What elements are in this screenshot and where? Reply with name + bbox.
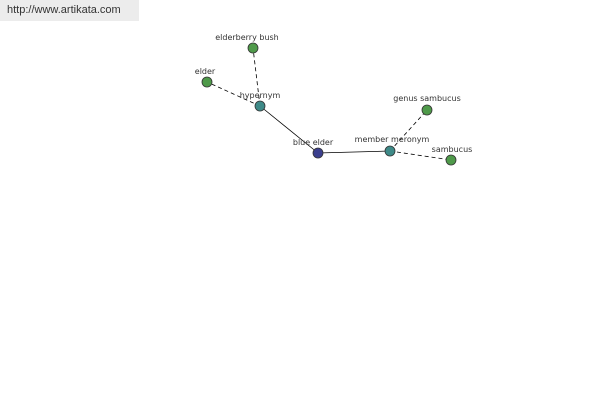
edge-member-meronym-sambucus [389,150,452,161]
label-sambucus: sambucus [432,145,473,154]
edge-center-member-meronym [317,150,391,154]
label-elder: elder [195,67,216,76]
label-blue-elder: blue elder [293,138,334,147]
edge-hypernym-elderberry-bush [252,47,261,107]
label-member-meronym: member meronym [355,135,430,144]
node-hypernym[interactable] [254,100,266,112]
edge-center-hypernym [259,105,319,154]
node-blue-elder[interactable] [312,147,324,159]
label-elderberry-bush: elderberry bush [215,33,279,42]
node-sambucus[interactable] [445,154,457,166]
source-bar: http://www.artikata.com [0,0,139,21]
source-link[interactable]: http://www.artikata.com [7,4,121,16]
label-genus-sambucus: genus sambucus [393,94,461,103]
node-member-meronym[interactable] [384,145,396,157]
node-genus-sambucus[interactable] [421,104,433,116]
edge-member-meronym-genus-sambucus [389,109,428,152]
label-hypernym: hypernym [240,91,281,100]
node-elder[interactable] [201,76,213,88]
edge-hypernym-elder [206,81,261,107]
node-elderberry-bush[interactable] [247,42,259,54]
